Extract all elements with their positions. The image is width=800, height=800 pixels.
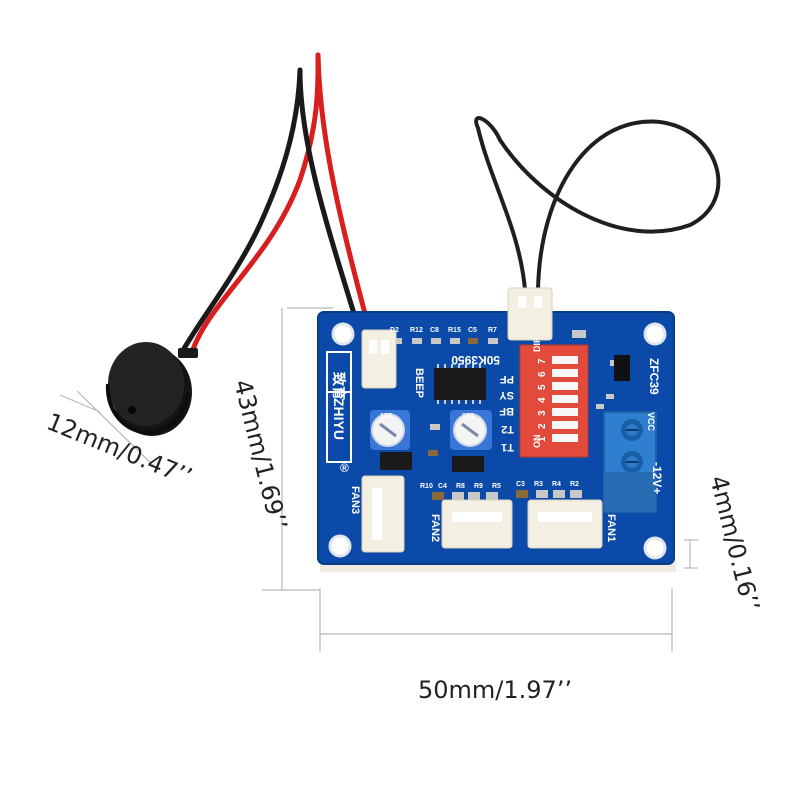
ref-r12: R12: [410, 327, 423, 334]
brand-cn-label: 致育: [331, 372, 347, 400]
pot-right-label: 103: [462, 413, 474, 420]
dip-num-3: 3: [537, 410, 548, 416]
dip-num-4: 4: [537, 397, 548, 403]
dip-num-6: 6: [537, 371, 548, 377]
pot-left-label: 103: [380, 413, 392, 420]
width-dimension-label: 50mm/1.97’’: [418, 676, 572, 704]
fan2-connector[interactable]: [441, 499, 513, 549]
ref-r15: R15: [448, 327, 461, 334]
bf-label: BF: [499, 405, 514, 417]
t1-label: T1: [501, 441, 514, 453]
power-terminal-block[interactable]: [603, 411, 657, 513]
height-dimension-label: 43mm/1.69’’: [228, 377, 292, 533]
ref-d2: D2: [390, 327, 399, 334]
dimension-lines: [59, 307, 698, 652]
on-label: ON: [532, 435, 542, 449]
beep-connector[interactable]: [361, 329, 397, 389]
ref-c8: C8: [430, 327, 439, 334]
ref-r9: R9: [474, 483, 483, 490]
ref-c4: C4: [438, 483, 447, 490]
beep-label: BEEP: [413, 368, 425, 398]
dip-switch[interactable]: [519, 344, 589, 458]
t2-label: T2: [501, 423, 514, 435]
ref-r2: R2: [570, 481, 579, 488]
dip-num-2: 2: [537, 423, 548, 429]
thermistor-wires: [474, 116, 721, 292]
ref-c3: C3: [516, 481, 525, 488]
registered-mark: ®: [340, 461, 349, 475]
fan1-connector[interactable]: [527, 499, 603, 549]
power-label: -12V+: [650, 462, 664, 494]
brand-label: ZHIYU: [331, 398, 347, 440]
fan2-label: FAN2: [429, 514, 441, 542]
ref-r5: R5: [492, 483, 501, 490]
fan1-label: FAN1: [605, 514, 617, 542]
ref-r10: R10: [420, 483, 433, 490]
potentiometer-right[interactable]: [450, 410, 492, 450]
sy-label: SY: [499, 389, 514, 401]
fan3-label: FAN3: [349, 486, 361, 514]
buzzer: [105, 342, 198, 436]
ref-r7: R7: [488, 327, 497, 334]
ref-r8: R8: [456, 483, 465, 490]
ref-r4: R4: [552, 481, 561, 488]
dip-num-1: 1: [537, 436, 548, 442]
ref-c5: C5: [468, 327, 477, 334]
thermistor-connector[interactable]: [507, 287, 553, 341]
buzzer-wires: [179, 52, 375, 355]
model-label: ZFC39: [647, 358, 661, 395]
pf-label: PF: [500, 373, 514, 385]
dip-label: DIP: [532, 337, 542, 352]
chip-label: 50K3950: [451, 353, 500, 367]
vcc-label: VCC: [646, 412, 656, 432]
ref-r3: R3: [534, 481, 543, 488]
dip-num-7: 7: [537, 358, 548, 364]
thickness-dimension-label: 4mm/0.16’’: [704, 473, 765, 614]
potentiometer-left[interactable]: [370, 410, 410, 450]
fan3-connector[interactable]: [361, 475, 405, 553]
dip-num-5: 5: [537, 384, 548, 390]
